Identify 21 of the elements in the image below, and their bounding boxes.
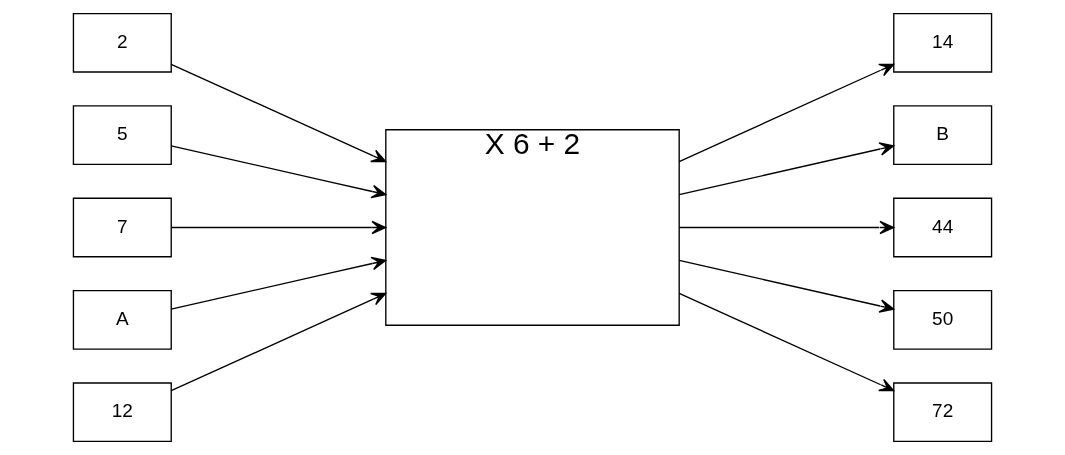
node-box: 12 [72, 382, 172, 443]
arrow [170, 63, 387, 163]
node-box: 2 [72, 12, 172, 73]
node-box: 44 [893, 197, 993, 258]
node-box: 7 [72, 197, 172, 258]
node-box: 50 [893, 290, 993, 350]
arrow [678, 142, 895, 196]
arrow [170, 145, 387, 199]
node-box: 14 [893, 12, 993, 73]
node-box: X 6 + 2 [385, 129, 680, 326]
node-box: B [893, 105, 993, 165]
node-box: A [72, 290, 172, 350]
arrow [678, 220, 895, 235]
node-box: 5 [72, 105, 172, 165]
arrow [678, 292, 895, 392]
arrow [678, 259, 895, 313]
arrow [170, 292, 387, 392]
node-box: 72 [893, 382, 993, 443]
arrow [678, 63, 895, 163]
arrow [170, 256, 387, 310]
arrow [170, 220, 387, 235]
